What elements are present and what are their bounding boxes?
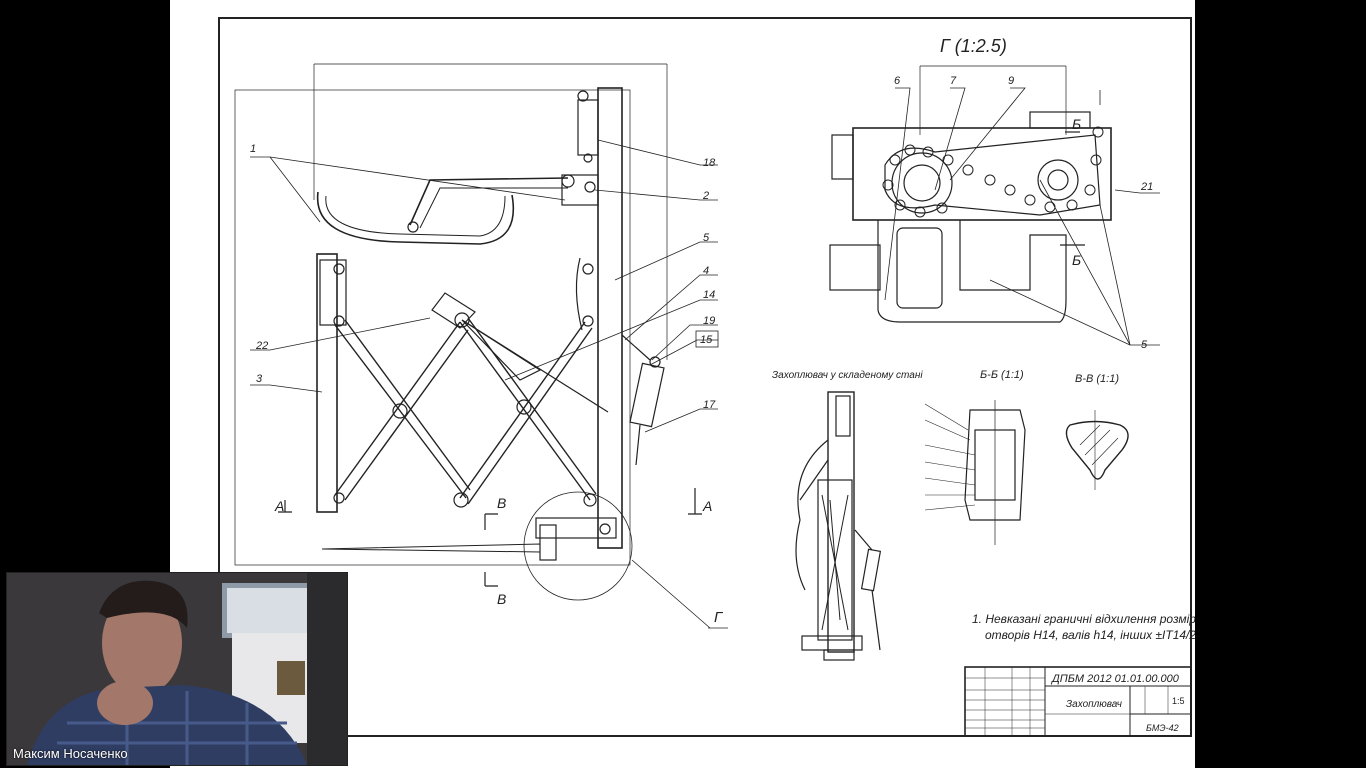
title-block-code: ДПБМ 2012 01.01.00.000 — [1050, 673, 1180, 685]
title-block-group: БМЭ-42 — [1146, 723, 1179, 733]
sheet-frame — [218, 17, 1192, 737]
balloon-3: 3 — [256, 373, 263, 385]
participant-name: Максим Носаченко — [13, 746, 128, 761]
cut-label-v-bottom: В — [497, 591, 506, 607]
note-line-2: отворів H14, валів h14, інших ±IT14/2 — [985, 628, 1195, 642]
section-g-title: Г (1:2.5) — [940, 36, 1007, 56]
balloon-7: 7 — [950, 75, 957, 87]
cut-label-b-bottom: Б — [1072, 252, 1081, 268]
section-vv-title: В-В (1:1) — [1075, 373, 1119, 385]
cut-label-v-top: В — [497, 495, 506, 511]
cut-label-b-top: Б — [1072, 116, 1081, 132]
balloon-18: 18 — [703, 157, 716, 169]
detail-view-g — [829, 65, 1160, 346]
title-block — [964, 666, 1192, 737]
balloon-15: 15 — [700, 334, 713, 346]
balloon-5-detail: 5 — [1141, 339, 1148, 351]
main-view — [234, 63, 728, 629]
balloon-6: 6 — [894, 75, 901, 87]
balloon-2: 2 — [702, 190, 709, 202]
cut-label-a-left: A — [274, 498, 284, 514]
webcam-tile[interactable]: Максим Носаченко — [6, 572, 348, 766]
balloon-5: 5 — [703, 232, 710, 244]
cut-label-a-right: A — [702, 498, 712, 514]
balloon-17: 17 — [703, 399, 716, 411]
section-bb-title: Б-Б (1:1) — [980, 369, 1024, 381]
technical-drawing: Г (1:2.5) Захоплювач у складеному стані … — [218, 17, 1195, 737]
balloon-22: 22 — [255, 340, 268, 352]
folded-view-caption: Захоплювач у складеному стані — [772, 370, 923, 381]
balloon-21: 21 — [1140, 181, 1153, 193]
balloon-4: 4 — [703, 265, 709, 277]
balloon-14: 14 — [703, 289, 715, 301]
balloon-1: 1 — [250, 143, 256, 155]
leader-lines — [250, 139, 719, 433]
balloon-9: 9 — [1008, 75, 1014, 87]
balloon-19: 19 — [703, 315, 715, 327]
right-dark-margin — [1195, 0, 1366, 768]
folded-view — [795, 391, 882, 661]
callout-g-label: Г — [714, 609, 724, 626]
section-bb-view — [924, 400, 1026, 545]
title-block-name: Захоплювач — [1066, 699, 1122, 710]
title-block-scale: 1:5 — [1172, 696, 1185, 706]
webcam-video — [7, 573, 347, 765]
note-line-1: 1. Невказані граничні відхилення розмірі… — [972, 612, 1195, 626]
section-vv-view — [1065, 410, 1129, 490]
